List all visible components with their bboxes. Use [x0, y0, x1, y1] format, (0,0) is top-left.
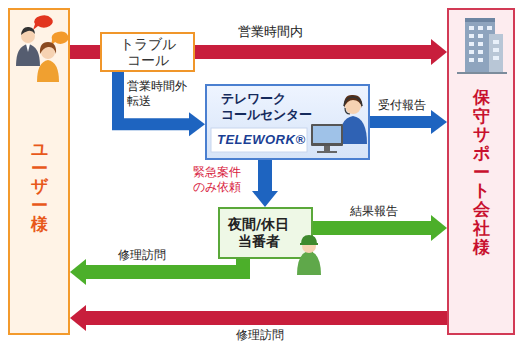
operator-illustration-part — [311, 124, 343, 146]
arrow-shaft — [258, 160, 272, 191]
edge-label: 営業時間内 — [238, 24, 303, 39]
building-icon-part — [478, 26, 483, 30]
block-arrow — [70, 259, 243, 285]
node-label: トラブル コール — [108, 36, 188, 68]
block-arrow — [252, 160, 278, 207]
people-icon-part — [16, 44, 40, 66]
arrow-head — [431, 110, 447, 134]
arrow-head — [70, 259, 86, 285]
block-arrow — [70, 52, 100, 53]
building-icon-part — [465, 18, 495, 22]
building-icon-part — [469, 58, 474, 62]
building-icon-part — [469, 26, 499, 62]
block-arrow — [70, 305, 447, 331]
people-icon-part — [51, 32, 69, 46]
building-icon-part — [469, 26, 474, 30]
block-arrow — [370, 110, 447, 134]
people-icon-part — [21, 27, 35, 35]
building-icon-part — [493, 56, 499, 60]
building-icon-part — [487, 26, 492, 30]
operator-illustration-part — [344, 97, 362, 106]
node-label: ユーザー様 — [31, 140, 48, 233]
arrow-head — [252, 191, 278, 207]
node-label: 保守サポート会社様 — [473, 88, 490, 256]
edge-label: 結果報告 — [350, 204, 398, 219]
company-panel: 保守サポート会社様 — [447, 8, 515, 335]
arrow-shaft — [370, 116, 431, 128]
worker-illustration-part — [301, 235, 317, 244]
edge-label: 緊急案件 のみ依頼 — [188, 165, 246, 195]
node-label: 夜間/休日 当番者 — [223, 216, 295, 250]
building-icon-part — [478, 58, 483, 62]
building-icon-part — [478, 34, 483, 38]
arrow-shaft — [86, 311, 447, 325]
operator-illustration-part — [339, 116, 367, 144]
edge-label: 修理訪問 — [236, 328, 284, 343]
operator-illustration-part — [317, 151, 337, 153]
operator-illustration-part — [313, 126, 341, 143]
operator-illustration-part — [324, 146, 330, 151]
call-center-box: テレワーク コールセンター TELEWORK® — [205, 84, 370, 160]
people-icon-part — [37, 60, 59, 82]
block-arrow — [118, 72, 205, 136]
node-label: テレワーク コールセンター — [221, 91, 326, 123]
block-arrow — [313, 215, 447, 241]
arrow-head — [70, 305, 86, 331]
user-panel: ユーザー様 — [8, 8, 70, 335]
people-icon — [10, 10, 68, 100]
arrow-shaft — [195, 45, 431, 59]
building-icon — [449, 10, 513, 80]
worker-illustration-part — [300, 243, 318, 245]
arrow-shaft — [70, 45, 100, 59]
process-box: 夜間/休日 当番者 — [218, 207, 313, 259]
edge-label: 修理訪問 — [118, 248, 166, 263]
process-box: トラブル コール — [100, 32, 195, 72]
building-icon-part — [469, 50, 474, 54]
arrow-shaft — [313, 221, 431, 235]
operator-illustration-part — [344, 95, 362, 108]
building-icon-part — [469, 42, 474, 46]
arrow-head — [189, 112, 205, 136]
arrow-head — [431, 215, 447, 241]
block-arrow — [195, 39, 447, 65]
building-icon-part — [478, 42, 483, 46]
building-icon-part — [478, 50, 483, 54]
building-icon-part — [493, 40, 499, 44]
building-icon-part — [457, 72, 507, 74]
building-icon-part — [489, 34, 503, 72]
operator-illustration-part — [345, 108, 350, 114]
people-icon-part — [40, 42, 56, 54]
edge-label: 受付報告 — [378, 98, 426, 113]
people-icon-part — [33, 15, 53, 30]
logo-text: TELEWORK® — [217, 132, 305, 147]
worker-illustration-part — [297, 251, 321, 275]
building-icon-part — [493, 48, 499, 52]
people-icon-part — [26, 44, 30, 52]
edge-label: 営業時間外 転送 — [127, 79, 193, 109]
arrow-head — [431, 39, 447, 65]
building-icon-part — [469, 34, 474, 38]
operator-illustration-part — [211, 128, 307, 152]
